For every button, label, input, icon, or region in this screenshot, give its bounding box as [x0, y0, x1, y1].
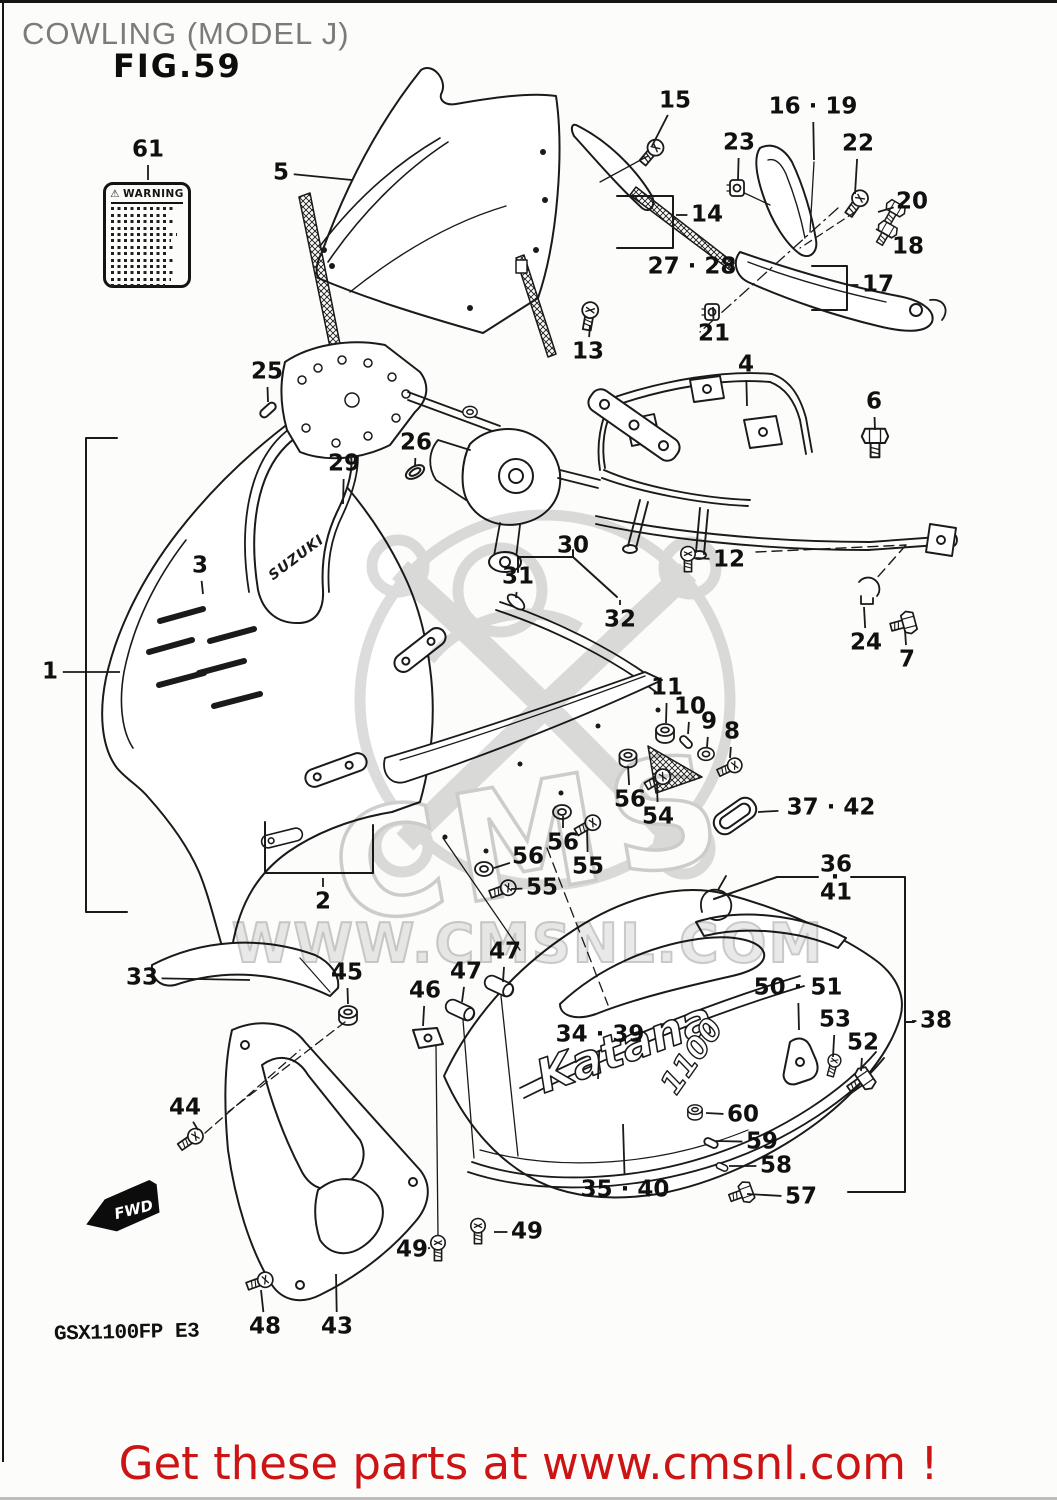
- warning-decal-text-row: [111, 277, 171, 281]
- warning-decal-text-row: [111, 207, 173, 211]
- callout-17[interactable]: 17: [861, 271, 895, 298]
- callout-23[interactable]: 23: [722, 129, 756, 156]
- warning-decal-text-row: [111, 239, 171, 243]
- callout-20[interactable]: 20: [895, 188, 929, 215]
- callout-9[interactable]: 9: [700, 708, 718, 735]
- callout-24[interactable]: 24: [849, 629, 883, 656]
- callout-53[interactable]: 53: [818, 1006, 852, 1033]
- cmsnl-banner-link[interactable]: Get these parts at www.cmsnl.com !: [118, 1437, 939, 1490]
- callout-29[interactable]: 29: [327, 450, 361, 477]
- callout-54[interactable]: 54: [641, 803, 675, 830]
- warning-triangle-icon: ⚠: [110, 188, 120, 200]
- warning-decal-title: WARNING: [123, 188, 184, 200]
- callout-6[interactable]: 6: [865, 388, 883, 415]
- warning-decal-text-row: [111, 252, 169, 256]
- callout-18[interactable]: 18: [891, 233, 925, 260]
- callout-44[interactable]: 44: [168, 1094, 202, 1121]
- callout-55[interactable]: 55: [525, 874, 559, 901]
- callout-30[interactable]: 30: [556, 532, 590, 559]
- callout--[interactable]: ·: [830, 864, 840, 891]
- callout-35-40[interactable]: 35 · 40: [580, 1176, 670, 1203]
- callout-47[interactable]: 47: [488, 938, 522, 965]
- callout-8[interactable]: 8: [723, 718, 741, 745]
- callout-3[interactable]: 3: [191, 552, 209, 579]
- callout-2[interactable]: 2: [314, 888, 332, 915]
- callout-25[interactable]: 25: [250, 358, 284, 385]
- callout-11[interactable]: 11: [650, 674, 684, 701]
- callout-56[interactable]: 56: [546, 829, 580, 856]
- callout-41[interactable]: 41: [819, 879, 853, 906]
- small-pads: [259, 401, 426, 480]
- callout-5[interactable]: 5: [272, 159, 290, 186]
- callout-57[interactable]: 57: [784, 1183, 818, 1210]
- figure-number: FIG.59: [113, 47, 242, 85]
- callout-22[interactable]: 22: [841, 130, 875, 157]
- meter-bracket: [280, 341, 501, 460]
- warning-decal-text-row: [111, 220, 175, 224]
- callout-49[interactable]: 49: [510, 1218, 544, 1245]
- callout-27-28[interactable]: 27 · 28: [647, 253, 737, 280]
- warning-decal-fine-print: [111, 207, 183, 288]
- callout-56[interactable]: 56: [511, 843, 545, 870]
- callout-16-19[interactable]: 16 · 19: [768, 93, 858, 120]
- windshield: [315, 67, 561, 334]
- callout-58[interactable]: 58: [759, 1152, 793, 1179]
- callout-59[interactable]: 59: [745, 1128, 779, 1155]
- model-code: GSX1100FP E3: [53, 1320, 200, 1347]
- callout-55[interactable]: 55: [571, 853, 605, 880]
- page-left-border: [2, 0, 4, 1462]
- callout-52[interactable]: 52: [846, 1029, 880, 1056]
- warning-decal: ⚠ WARNING: [103, 182, 191, 288]
- callout-15[interactable]: 15: [658, 87, 692, 114]
- lower-left-frame: [150, 941, 429, 1302]
- callout-43[interactable]: 43: [320, 1313, 354, 1340]
- callout-31[interactable]: 31: [501, 563, 535, 590]
- callout-21[interactable]: 21: [697, 320, 731, 347]
- windshield-mount-rails: [298, 192, 557, 358]
- callout-60[interactable]: 60: [726, 1101, 760, 1128]
- warning-decal-text-row: [111, 245, 175, 249]
- callout-48[interactable]: 48: [248, 1313, 282, 1340]
- callout-36[interactable]: 36: [819, 851, 853, 878]
- callout-4[interactable]: 4: [737, 351, 755, 378]
- callout-14[interactable]: 14: [690, 201, 724, 228]
- warning-decal-text-row: [111, 284, 165, 288]
- warning-decal-text-row: [111, 271, 175, 275]
- page-top-border: [0, 0, 1057, 3]
- callout-1[interactable]: 1: [41, 658, 59, 685]
- warning-decal-text-row: [111, 213, 169, 217]
- callout-61[interactable]: 61: [131, 136, 165, 163]
- warning-decal-text-row: [111, 258, 173, 262]
- page-title: COWLING (MODEL J): [22, 16, 350, 51]
- callout-37-42[interactable]: 37 · 42: [786, 794, 876, 821]
- warning-decal-header: ⚠ WARNING: [110, 188, 184, 204]
- callout-56[interactable]: 56: [613, 786, 647, 813]
- callout-46[interactable]: 46: [408, 977, 442, 1004]
- callout-47[interactable]: 47: [449, 958, 483, 985]
- callout-33[interactable]: 33: [125, 964, 159, 991]
- callout-10[interactable]: 10: [673, 693, 707, 720]
- callout-12[interactable]: 12: [712, 546, 746, 573]
- callout-7[interactable]: 7: [898, 646, 916, 673]
- callout-45[interactable]: 45: [330, 959, 364, 986]
- callout-38[interactable]: 38: [919, 1007, 953, 1034]
- callout-13[interactable]: 13: [571, 338, 605, 365]
- warning-decal-text-row: [111, 232, 177, 236]
- callout-32[interactable]: 32: [603, 606, 637, 633]
- callout-50-51[interactable]: 50 · 51: [753, 974, 843, 1001]
- callout-26[interactable]: 26: [399, 429, 433, 456]
- page-bottom-edge: [0, 1497, 1057, 1500]
- callout-49[interactable]: 49: [395, 1236, 429, 1263]
- mirror-stays: [570, 123, 947, 462]
- callout-34-39[interactable]: 34 · 39: [555, 1021, 645, 1048]
- lower-cowl-panel: [412, 875, 903, 1199]
- warning-decal-text-row: [111, 264, 167, 268]
- warning-decal-text-row: [111, 226, 167, 230]
